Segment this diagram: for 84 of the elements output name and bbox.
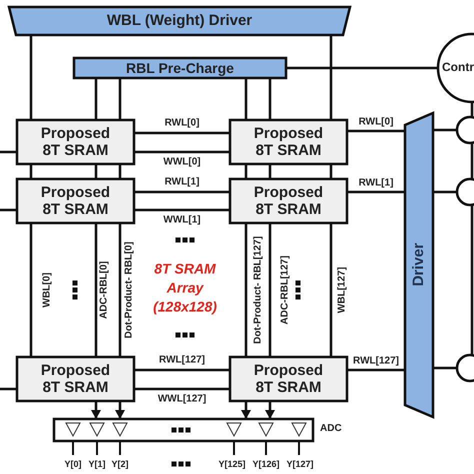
arrow (241, 402, 251, 419)
edge-label: RWL[1] (358, 178, 394, 188)
connector-line (30, 224, 32, 356)
side-label: ADC (320, 423, 342, 434)
connector-line (0, 208, 16, 212)
connector-line (434, 190, 456, 194)
connector-line (330, 224, 332, 356)
node-label: Driver (410, 243, 428, 287)
arrow (91, 402, 101, 419)
node-label: WBL (Weight) Driver (106, 12, 252, 30)
connector-line (118, 224, 122, 356)
edge-label: WWL[1] (162, 214, 202, 226)
node-label: Contr (441, 61, 474, 75)
output-label: Y[126] (252, 459, 280, 469)
precharge-bar (73, 57, 287, 79)
driver-trapezoid (404, 112, 434, 418)
edge-label: RWL[127] (352, 356, 400, 366)
connector-line (330, 36, 332, 119)
connector-line (135, 208, 229, 212)
array-title: 8T SRAM Array (128x128) (152, 260, 218, 316)
signal-label: Dot-Product- RBL[0] (124, 242, 134, 338)
node-label: Proposed 8T SRAM (40, 124, 112, 160)
node-label: RBL Pre-Charge (126, 60, 234, 76)
driver-trapezoid (8, 6, 351, 36)
connector-line (434, 128, 456, 132)
output-label: Y[127] (286, 459, 314, 469)
connector-line (30, 165, 32, 178)
adc-bar (53, 418, 314, 442)
arrow (115, 402, 125, 419)
connector-line (287, 66, 437, 70)
signal-label: ADC-RBL[127] (280, 256, 290, 324)
signal-label: WBL[0] (42, 272, 52, 308)
connector-line (470, 103, 474, 116)
node-label: Proposed 8T SRAM (40, 184, 112, 218)
connector-line (348, 368, 404, 372)
connector-line (470, 144, 474, 178)
arrow (265, 402, 275, 419)
connector-line (0, 150, 16, 154)
sram-cell-box (16, 356, 135, 402)
connector-line (135, 150, 229, 154)
output-label: Y[125] (218, 459, 246, 469)
connector-line (0, 388, 16, 390)
connector-line (470, 206, 474, 354)
output-label: Y[0] (64, 459, 82, 469)
sram-cell-box (229, 178, 348, 224)
edge-label: WWL[127] (156, 394, 208, 404)
node-label: Proposed 8T SRAM (252, 124, 324, 160)
sram-cell-box (229, 356, 348, 402)
sram-cell-box (16, 178, 135, 224)
node-label: Proposed 8T SRAM (252, 184, 324, 218)
node-label: Proposed 8T SRAM (252, 362, 324, 396)
connector-line (94, 224, 98, 356)
connector-line (268, 224, 272, 356)
connector-line (268, 165, 272, 178)
connector-line (244, 165, 248, 178)
connector-line (135, 388, 229, 390)
connector-line (94, 79, 98, 119)
edge-label: RWL[0] (358, 116, 394, 128)
edge-label: RWL[1] (164, 176, 200, 188)
connector-line (135, 368, 229, 372)
edge-label: WWL[0] (162, 156, 202, 168)
connector-line (434, 366, 456, 370)
output-label: Y[2] (112, 459, 128, 469)
sram-cell-box (16, 119, 135, 165)
connector-line (330, 165, 332, 178)
connector-line (135, 190, 229, 194)
connector-line (348, 190, 404, 194)
sram-cell-box (229, 119, 348, 165)
signal-label: ADC-RBL[0] (98, 261, 110, 319)
output-label: Y[1] (88, 459, 106, 469)
signal-label: Dot-Product- RBL[127] (252, 236, 264, 344)
connector-line (244, 79, 248, 119)
connector-line (118, 165, 122, 178)
connector-line (268, 79, 272, 119)
connector-line (348, 130, 404, 132)
connector-line (135, 132, 229, 134)
node-label: Proposed 8T SRAM (40, 362, 112, 396)
edge-label: RWL[127] (158, 354, 206, 366)
connector-line (244, 224, 248, 356)
connector-line (30, 36, 32, 119)
connector-line (118, 79, 122, 119)
connector-line (94, 165, 98, 178)
signal-label: WBL[127] (336, 266, 348, 314)
edge-label: RWL[0] (164, 118, 200, 128)
